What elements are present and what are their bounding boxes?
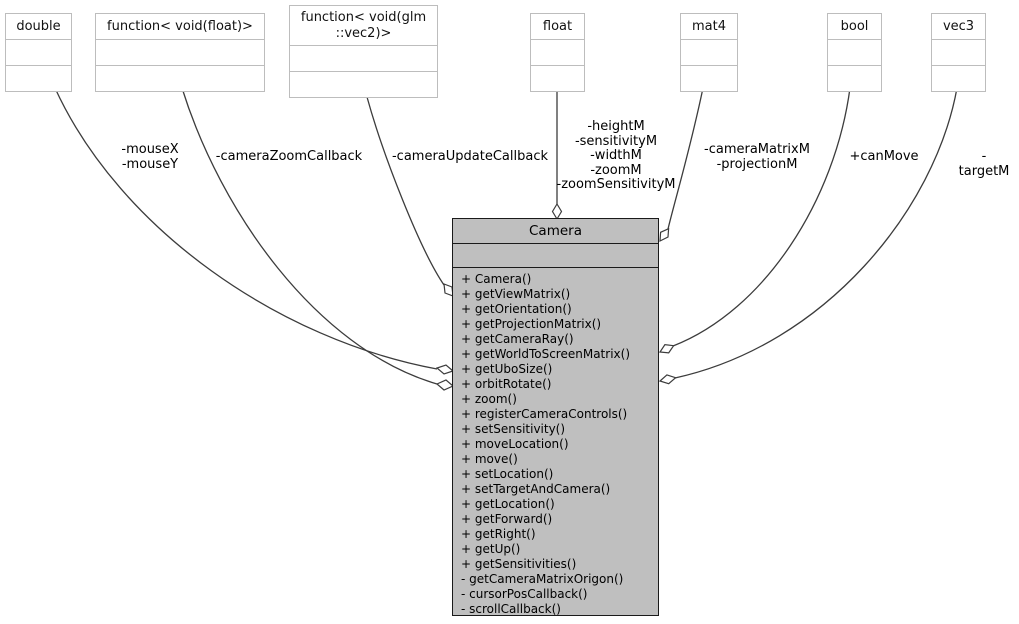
methods-compartment bbox=[828, 65, 881, 91]
class-node-title: float bbox=[542, 18, 573, 34]
class-node-title: function< void(glm ::vec2)> bbox=[300, 9, 427, 41]
class-node-vec3[interactable]: vec3 bbox=[931, 13, 986, 92]
method-item: + move() bbox=[461, 452, 518, 466]
method-item: + Camera() bbox=[461, 272, 532, 286]
class-node-function-void-glm-vec2[interactable]: function< void(glm ::vec2)> bbox=[289, 5, 438, 98]
class-node-float[interactable]: float bbox=[530, 13, 585, 92]
edge-function-glm-vec2-to-camera bbox=[366, 96, 445, 286]
class-node-double[interactable]: double bbox=[5, 13, 72, 92]
method-item: + moveLocation() bbox=[461, 437, 569, 451]
attributes-compartment bbox=[828, 39, 881, 65]
class-node-title: double bbox=[16, 18, 61, 34]
edge-label-mouse: -mouseX -mouseY bbox=[121, 142, 179, 172]
method-item: + getProjectionMatrix() bbox=[461, 317, 602, 331]
methods-compartment bbox=[932, 65, 985, 91]
methods-compartment bbox=[96, 65, 264, 91]
aggregation-diamond-vec3 bbox=[658, 374, 677, 385]
method-item: - getCameraMatrixOrigon() bbox=[461, 572, 624, 586]
aggregation-diamond-float bbox=[551, 202, 563, 221]
method-item: + getRight() bbox=[461, 527, 536, 541]
method-item: + getUboSize() bbox=[461, 362, 553, 376]
method-item: - cursorPosCallback() bbox=[461, 587, 588, 601]
edge-label-camera-update-callback: -cameraUpdateCallback bbox=[391, 149, 549, 164]
class-node-mat4[interactable]: mat4 bbox=[680, 13, 738, 92]
edge-bool-to-camera bbox=[672, 87, 851, 347]
method-item: + setTargetAndCamera() bbox=[461, 482, 611, 496]
edge-label-target: -targetM bbox=[958, 149, 1010, 179]
class-node-camera[interactable]: Camera + Camera()+ getViewMatrix()+ getO… bbox=[452, 218, 659, 616]
camera-methods-compartment: + Camera()+ getViewMatrix()+ getOrientat… bbox=[453, 268, 658, 615]
methods-compartment bbox=[290, 71, 437, 97]
method-item: + getLocation() bbox=[461, 497, 555, 511]
attributes-compartment bbox=[531, 39, 584, 65]
edge-double-to-camera bbox=[54, 87, 438, 370]
edge-vec3-to-camera bbox=[674, 87, 958, 379]
class-node-bool[interactable]: bool bbox=[827, 13, 882, 92]
methods-compartment bbox=[681, 65, 737, 91]
method-item: - scrollCallback() bbox=[461, 602, 561, 615]
edge-label-float-members: -heightM -sensitivityM -widthM -zoomM -z… bbox=[556, 119, 676, 193]
method-item: + zoom() bbox=[461, 392, 517, 406]
method-item: + getSensitivities() bbox=[461, 557, 577, 571]
method-item: + getWorldToScreenMatrix() bbox=[461, 347, 630, 361]
method-item: + setLocation() bbox=[461, 467, 554, 481]
aggregation-diamond-mat4 bbox=[659, 227, 670, 243]
attributes-compartment bbox=[6, 39, 71, 65]
attributes-compartment bbox=[681, 39, 737, 65]
class-node-title: function< void(float)> bbox=[107, 18, 253, 34]
methods-compartment bbox=[6, 65, 71, 91]
class-node-title: bool bbox=[840, 18, 869, 34]
attributes-compartment bbox=[932, 39, 985, 65]
class-node-function-void-float[interactable]: function< void(float)> bbox=[95, 13, 265, 92]
edge-label-matrix-members: -cameraMatrixM -projectionM bbox=[704, 142, 810, 172]
methods-compartment bbox=[531, 65, 584, 91]
attributes-compartment bbox=[290, 45, 437, 71]
method-item: + getOrientation() bbox=[461, 302, 572, 316]
edge-function-float-to-camera bbox=[181, 87, 438, 385]
camera-class-title: Camera bbox=[453, 219, 658, 244]
attributes-compartment bbox=[96, 39, 264, 65]
class-node-title: vec3 bbox=[942, 18, 975, 34]
edge-label-camera-zoom-callback: -cameraZoomCallback bbox=[215, 149, 363, 164]
aggregation-diamond-function-float bbox=[435, 379, 455, 391]
method-item: + registerCameraControls() bbox=[461, 407, 628, 421]
method-item: + getUp() bbox=[461, 542, 521, 556]
method-item: + orbitRotate() bbox=[461, 377, 552, 391]
method-item: + setSensitivity() bbox=[461, 422, 566, 436]
aggregation-diamond-bool bbox=[658, 344, 675, 354]
aggregation-diamond-double bbox=[435, 364, 455, 375]
edge-label-can-move: +canMove bbox=[849, 149, 919, 164]
method-item: + getCameraRay() bbox=[461, 332, 574, 346]
method-item: + getViewMatrix() bbox=[461, 287, 571, 301]
edge-mat4-to-camera bbox=[667, 87, 704, 230]
class-node-title: mat4 bbox=[692, 18, 726, 34]
method-item: + getForward() bbox=[461, 512, 553, 526]
camera-attributes-compartment bbox=[453, 244, 658, 268]
